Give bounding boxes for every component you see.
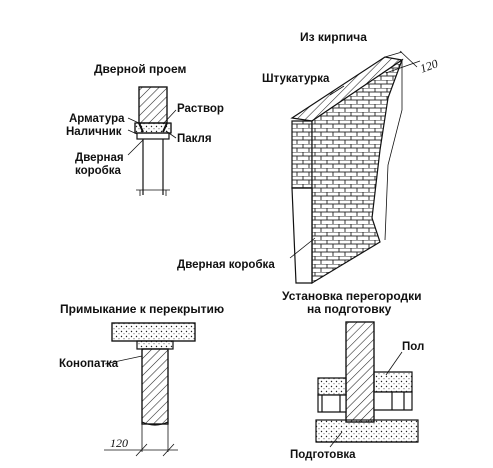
partition-install-section bbox=[315, 321, 419, 448]
door-opening-section bbox=[127, 86, 177, 196]
door-frame-label: Дверная коробка bbox=[177, 259, 275, 271]
tow-label: Пакля bbox=[177, 133, 212, 145]
door-frame-label-line2: коробка bbox=[75, 165, 121, 177]
ceiling-junction-section bbox=[104, 322, 196, 457]
caulk-label: Конопатка bbox=[59, 358, 119, 370]
trim-label: Наличник bbox=[66, 126, 122, 138]
brick-wall-title: Из кирпича bbox=[300, 30, 367, 44]
partition-title-line2: на подготовку bbox=[307, 302, 392, 316]
brick-wall-section bbox=[289, 50, 421, 285]
base-label: Подготовка bbox=[290, 449, 356, 461]
partition-title-line1: Установка перегородки bbox=[282, 289, 422, 303]
mortar-label: Раствор bbox=[177, 103, 224, 115]
wall-hatch bbox=[138, 86, 168, 124]
rebar-label: Арматура bbox=[69, 113, 125, 125]
ceiling-dimension-label: 120 bbox=[110, 436, 128, 450]
ceiling-junction-title: Примыкание к перекрытию bbox=[60, 302, 225, 316]
door-opening-title: Дверной проем bbox=[94, 62, 187, 76]
plaster-label: Штукатурка bbox=[262, 73, 330, 85]
door-frame-label-line1: Дверная bbox=[75, 152, 124, 164]
floor-label: Пол bbox=[402, 341, 425, 353]
